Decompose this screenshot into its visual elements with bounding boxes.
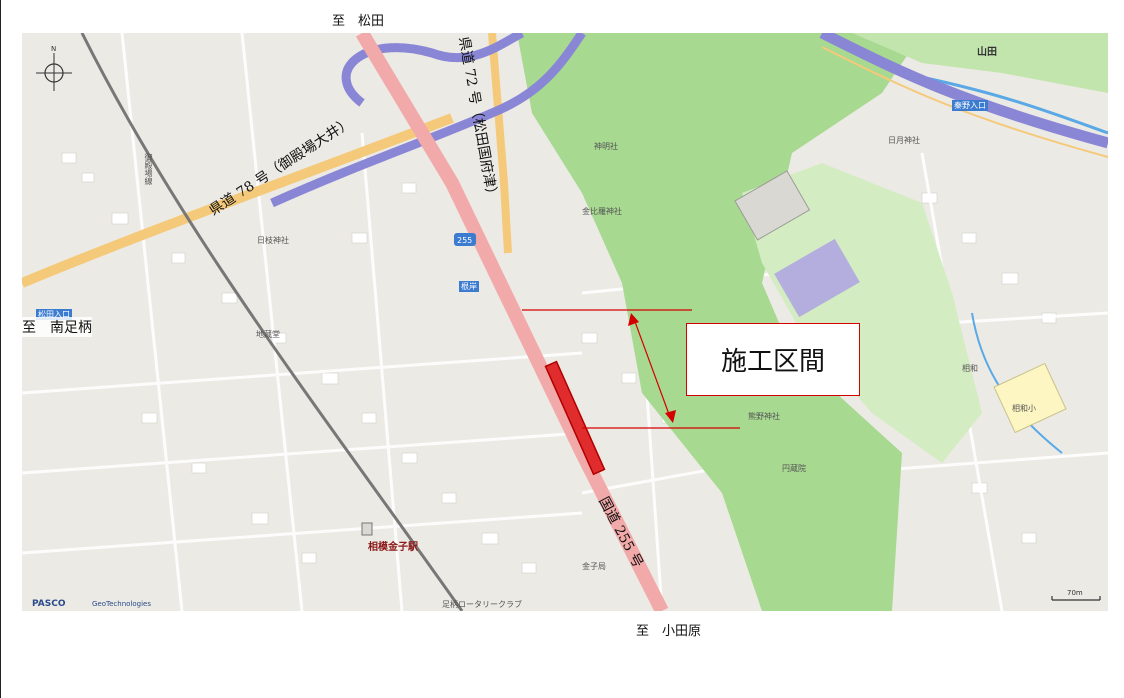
railway-line [80,33,464,611]
school-block [993,362,1067,434]
dimension-lines [522,309,740,429]
route-78-road [22,113,454,288]
place-neagishi: 根岸 [459,281,479,292]
place-station: 相模金子駅 [368,542,418,553]
route-72-road [488,33,512,254]
expressway-loop [341,33,525,107]
scale-bar-label: 70m [1067,589,1083,597]
place-sowa-school: 相和小 [1012,404,1036,413]
upper-right-green [852,33,1108,93]
stadium-block [774,238,860,318]
place-kumano: 熊野神社 [748,412,780,421]
map-canvas[interactable]: N 255 [22,33,1108,611]
station-marker [361,522,373,536]
pasco-logo: PASCO [32,599,66,609]
place-yamada: 山田 [977,47,997,58]
compass-icon: N [36,45,72,91]
expressway-west [270,33,586,208]
place-kanekoku: 金子局 [582,562,606,571]
route-255-shield: 255 [454,233,476,246]
facility-block [734,170,811,241]
place-matsuda-ic: 松田入口 [36,309,72,320]
geotechnologies-logo: GeoTechnologies [92,600,151,608]
arrow-head-bottom [665,410,676,423]
place-nikko: 日月神社 [888,136,920,145]
construction-section [544,360,606,476]
place-konpira: 金比羅神社 [582,207,622,216]
construction-section-label: 施工区間 [720,347,825,377]
scale-bar [1051,596,1101,601]
map-area[interactable]: N 255 県道 78 号（御殿場大井） 県道 72 号（松田国府津） 国道 2… [22,33,1108,611]
direction-south-label: 至 小田原 [636,624,702,639]
place-gotenba-line: 御殿場線 [144,153,153,185]
construction-section-callout: 施工区間 [686,323,860,396]
svg-text:255: 255 [457,236,472,245]
building-blocks [61,152,1057,574]
arrow-head-top [628,313,639,326]
direction-west-label: 至 南足柄 [22,317,92,337]
place-jizodo: 地蔵堂 [256,330,280,339]
place-enzoin: 円蔵院 [782,464,806,473]
place-hatano-ic: 秦野入口 [952,100,988,111]
river [901,71,1108,135]
place-golf: 足柄ロータリークラブ [442,600,522,609]
direction-north-label: 至 松田 [332,14,385,29]
riverside-park [742,163,982,463]
place-shinmei: 神明社 [594,142,618,151]
place-hiyoshi: 日枝神社 [257,236,289,245]
left-frame-line [0,0,1,698]
expressway-east [819,33,1108,149]
place-sowa: 相和 [962,364,978,373]
svg-text:N: N [51,45,56,53]
forest-area [517,33,922,611]
route-255-road [355,33,669,611]
expressway-east-edge [821,46,1108,158]
